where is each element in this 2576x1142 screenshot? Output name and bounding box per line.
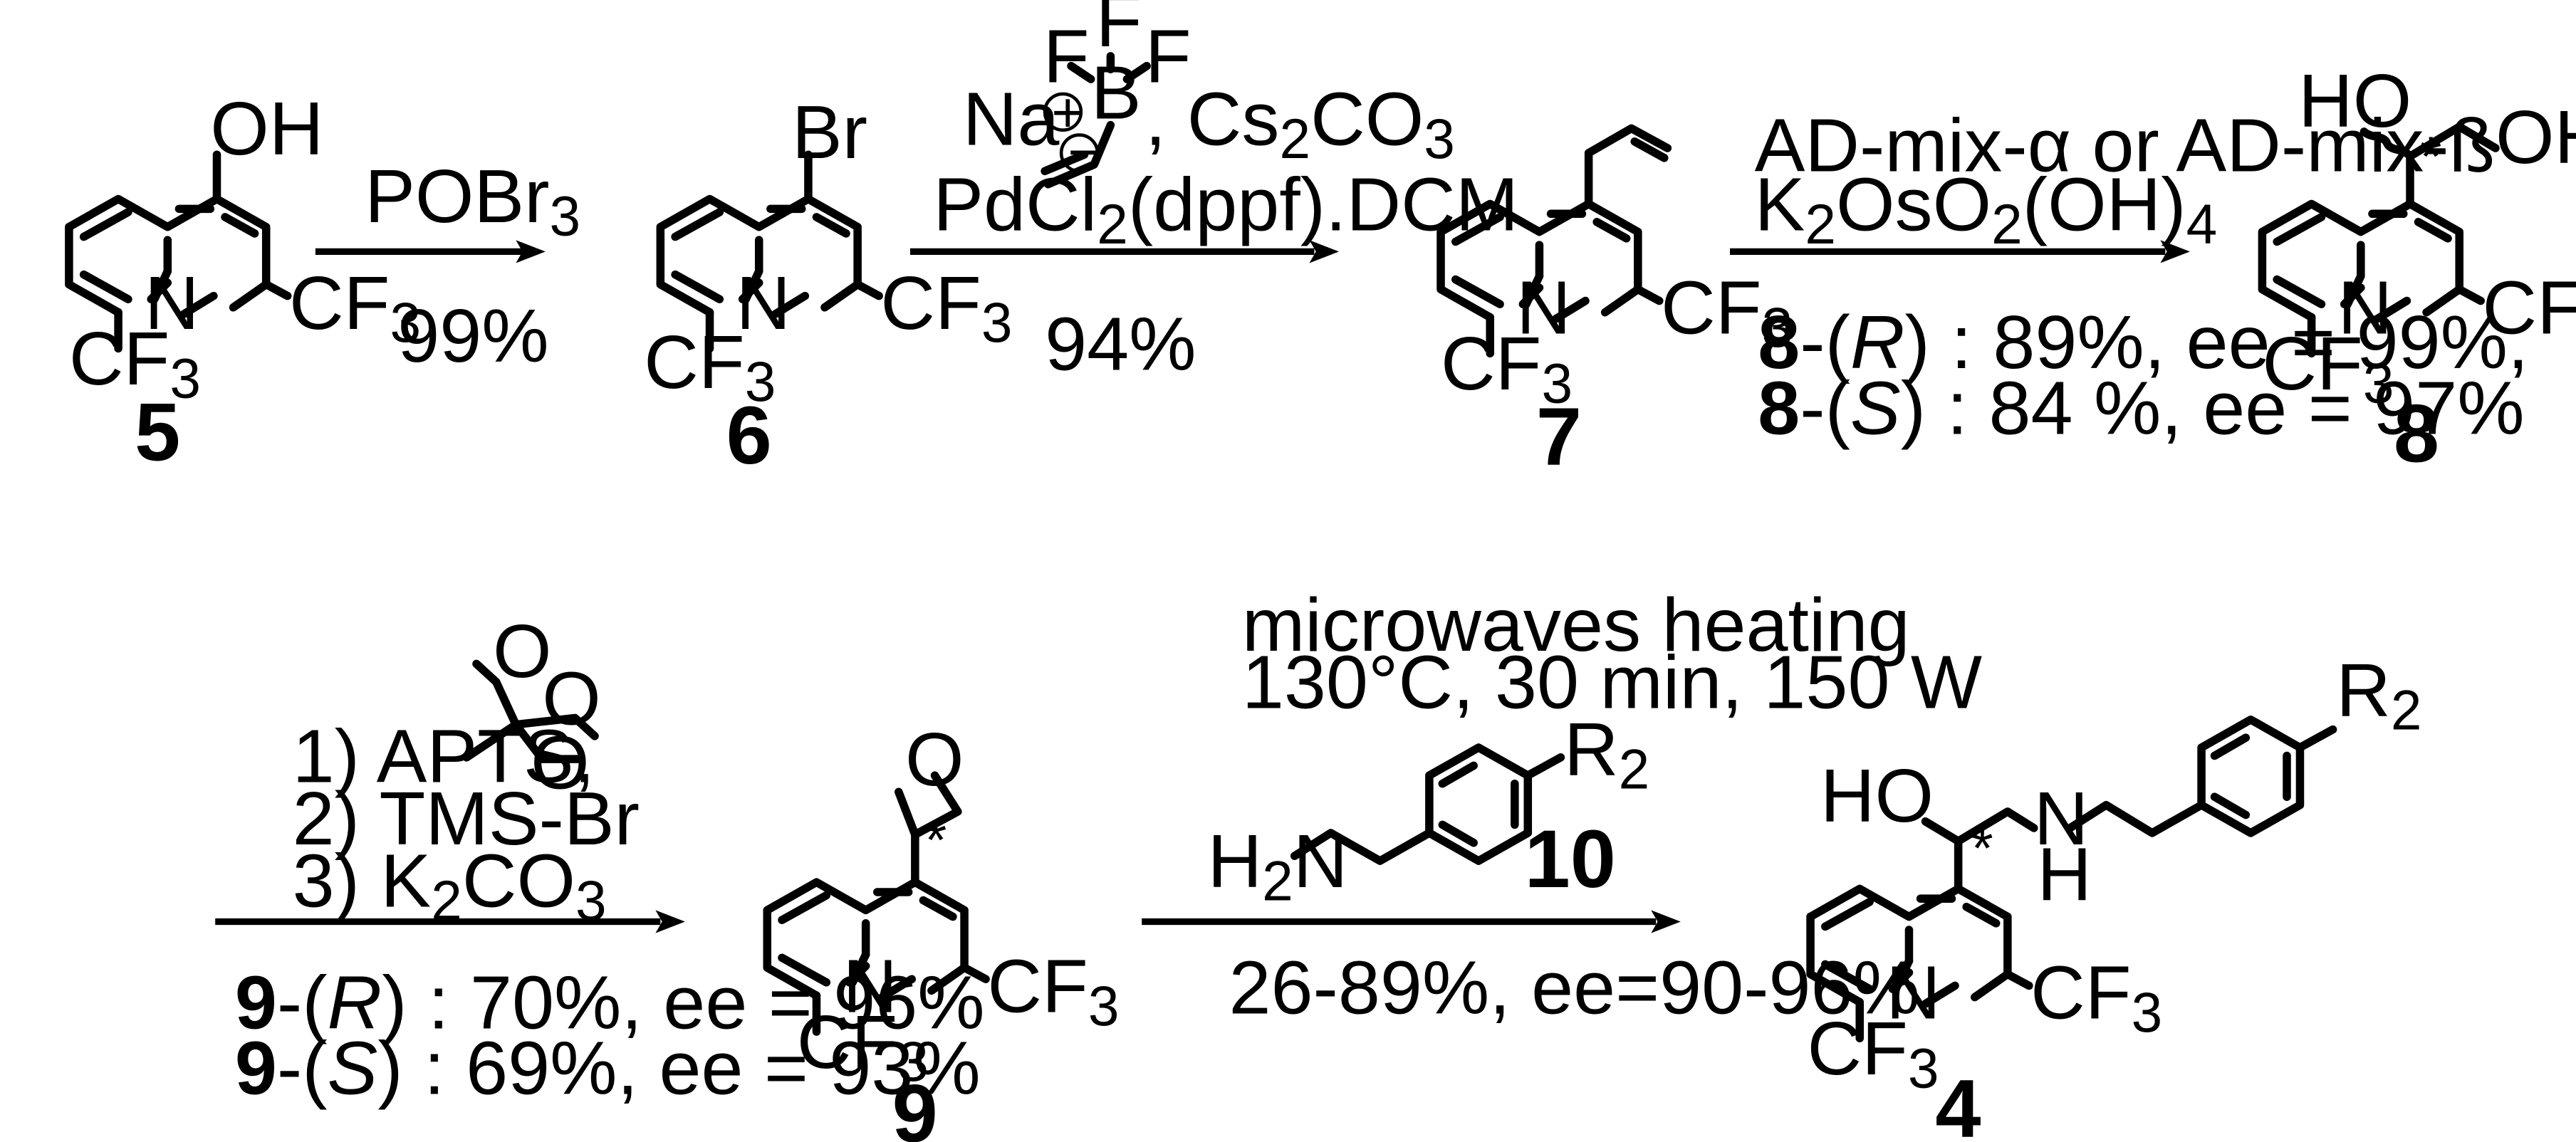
hydroxyl-label: OH (210, 87, 323, 171)
compound-9: O * N CF3 CF3 9 (767, 718, 1119, 1142)
reaction-step-2: Na + − B F F F , Cs2CO3 PdCl2(dppf).DCM … (909, 0, 1518, 386)
cf3-label: CF3 (2483, 266, 2576, 359)
r2-label: R2 (2336, 649, 2421, 741)
reaction-step-1: POBr3 99% (315, 154, 580, 378)
methoxy-oxygen-label-3: O (531, 721, 590, 805)
compound-number-5: 5 (135, 387, 180, 478)
compound-5: OH N CF3 CF3 5 (69, 87, 421, 478)
fluorine-right-label: F (1145, 15, 1191, 99)
base-label: , Cs2CO3 (1145, 77, 1455, 169)
compound-7: N CF3 CF3 7 (1441, 124, 1793, 483)
nitrogen-label: N (145, 261, 199, 345)
compound-4: HO * N H R2 N CF3 CF3 4 (1807, 649, 2421, 1142)
yield-r-label: 9-(R) : 70%, ee = 96% (235, 960, 985, 1044)
cf3-label: CF3 (289, 261, 421, 354)
epoxide-oxygen-label: O (905, 718, 964, 802)
catalyst-label: PdCl2(dppf).DCM (933, 162, 1518, 255)
yield-label: 26-89%, ee=90-96% (1229, 946, 1919, 1030)
compound-number-6: 6 (726, 390, 772, 481)
methoxy-oxygen-label-2: O (542, 657, 601, 741)
reaction-step-4: 1) APTS, O O O 2) TMS-Br 3) K2CO3 9-(R) … (215, 609, 985, 1111)
reagent-label: POBr3 (365, 154, 580, 247)
sodium-label: Na (963, 77, 1060, 161)
hydroxyl-label: HO (1820, 754, 1934, 838)
compound-number-8: 8 (2394, 389, 2439, 480)
conditions-line1: microwaves heating (1242, 583, 1910, 667)
dihydroxylation-reagent-label: AD-mix-α or AD-mix-ß (1755, 103, 2496, 187)
hydroxyl-label-terminal: OH (2496, 95, 2576, 179)
compound-number-7: 7 (1536, 392, 1582, 483)
boron-label: B (1091, 51, 1142, 135)
cf3-label-8: CF3 (69, 317, 201, 409)
arrowhead-icon (1651, 910, 1681, 933)
cf3-label: CF3 (987, 944, 1119, 1037)
cf3-label-8: CF3 (1807, 1007, 1939, 1099)
amine-hydrogen-label: H (2037, 833, 2092, 917)
reaction-step-3: AD-mix-α or AD-mix-ß K2OsO2(OH)4 8-(R) :… (1730, 103, 2528, 450)
compound-10: H2N R2 10 (1207, 708, 1649, 912)
hydroxyl-label: HO (2298, 59, 2411, 143)
cf3-label: CF3 (880, 261, 1012, 354)
nitrogen-label: N (1516, 266, 1571, 350)
cf3-label-8: CF3 (644, 320, 776, 413)
step4-line2: 2) TMS-Br (293, 777, 640, 861)
plus-charge-icon (1043, 92, 1083, 132)
compound-6: Br N CF3 CF3 6 (644, 90, 1012, 481)
r2-label: R2 (1564, 708, 1649, 800)
cf3-label-8: CF3 (1441, 322, 1573, 414)
osmate-label: K2OsO2(OH)4 (1755, 162, 2218, 255)
methoxy-oxygen-label: O (493, 609, 552, 693)
stereocenter-star: * (2420, 125, 2442, 188)
amine-label: H2N (1207, 819, 1347, 912)
yield-s-label: 8-(S) : 84 %, ee = 97% (1758, 366, 2524, 450)
stereocenter-star: * (1971, 817, 1993, 879)
compound-number-9: 9 (892, 1069, 938, 1142)
nitrogen-label: N (843, 944, 897, 1028)
conditions-line2: 130°C, 30 min, 150 W (1242, 641, 1982, 725)
arrowhead-icon (655, 910, 685, 933)
compound-8: HO OH * N CF3 CF3 8 (2262, 59, 2576, 480)
yield-s-label: 9-(S) : 69%, ee = 93% (235, 1027, 981, 1111)
nitrogen-label: N (736, 261, 791, 345)
amine-nitrogen-label: N (2034, 777, 2089, 861)
fluorine-top-label: F (1096, 0, 1142, 63)
reaction-step-5: microwaves heating 130°C, 30 min, 150 W … (1142, 583, 1982, 1030)
cf3-label: CF3 (2030, 951, 2162, 1044)
cf3-label-8: CF3 (797, 1000, 929, 1093)
yield-label: 94% (1045, 302, 1196, 386)
stereocenter-star: * (925, 809, 947, 871)
cf3-label-8: CF3 (2262, 322, 2394, 414)
compound-number-4: 4 (1935, 1064, 1981, 1142)
fluorine-left-label: F (1043, 15, 1090, 99)
nitrogen-label: N (1886, 951, 1941, 1035)
arrowhead-icon (516, 240, 546, 263)
yield-label: 99% (397, 294, 548, 378)
bromo-label: Br (792, 90, 867, 174)
nitrogen-label: N (2338, 266, 2393, 350)
compound-number-10: 10 (1525, 814, 1616, 905)
cf3-label: CF3 (1661, 266, 1793, 359)
arrowhead-icon (1309, 240, 1340, 263)
arrowhead-icon (2160, 240, 2190, 263)
